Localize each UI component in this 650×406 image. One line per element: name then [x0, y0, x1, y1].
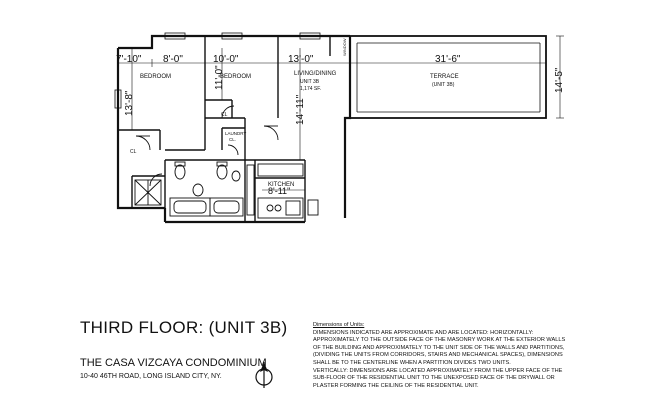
notes-line: PLASTER FORMING THE CEILING OF THE RESID… [313, 382, 479, 389]
room-terrace-unit: (UNIT 3B) [432, 82, 455, 88]
notes-line: DIMENSIONS INDICATED ARE APPROXIMATE AND… [313, 329, 534, 336]
dim-w4: 13'-0" [288, 54, 314, 65]
dim-w1: 7'-10" [116, 54, 142, 65]
dim-kitchen-width: 8'-11" [268, 186, 290, 196]
room-labels: BEDROOM BEDROOM LIVING/DINING UNIT 3B 1,… [130, 38, 459, 188]
floor-title: THIRD FLOOR: (UNIT 3B) [80, 318, 288, 337]
windows [114, 32, 321, 109]
room-area: 1,174 SF. [300, 86, 321, 92]
dim-h-center: 14'-11" [295, 94, 306, 125]
project-name: THE CASA VIZCAYA CONDOMINIUM [80, 357, 267, 369]
notes-line: APPROXIMATELY TO THE OUTSIDE FACE OF THE… [313, 337, 566, 344]
dimension-lines [117, 35, 564, 191]
dim-w5: 31'-6" [435, 54, 461, 65]
project-address: 10-40 46TH ROAD, LONG ISLAND CITY, NY. [80, 373, 222, 380]
room-living-dining: LIVING/DINING [294, 71, 337, 77]
window-label: WINDOW [342, 38, 347, 56]
notes-heading: Dimensions of Units: [313, 322, 365, 328]
closet-label-2: CL [221, 112, 228, 118]
closet-label-1: CL [130, 149, 137, 155]
dim-w2: 8'-0" [163, 54, 183, 65]
notes-line: OF THE BUILDING AND APPROXIMATELY TO THE… [313, 344, 565, 351]
notes-line: (DIVIDING THE UNITS FROM CORRIDORS, STAI… [313, 352, 563, 359]
dimension-labels: 7'-10" 8'-0" 10'-0" 13'-0" 31'-6" 13'-8"… [116, 54, 565, 196]
dimensions-notes: Dimensions of Units: DIMENSIONS INDICATE… [313, 322, 581, 390]
kitchen-fixtures [257, 163, 319, 219]
room-terrace: TERRACE [430, 74, 459, 80]
laundry-closet-label: CL. [229, 137, 236, 142]
interior-walls [118, 36, 331, 222]
terrace-outline [349, 35, 547, 119]
bathroom-fixtures [134, 161, 255, 217]
notes-line: VERTICALLY: DIMENSIONS ARE LOCATED APPRO… [313, 367, 563, 374]
notes-line: SUB-FLOOR OF THE RESIDENTIAL UNIT TO THE… [313, 375, 555, 382]
room-unit: UNIT 3B [300, 79, 320, 85]
dim-h-mid: 11'-0" [214, 65, 225, 90]
room-bedroom-1: BEDROOM [140, 74, 171, 80]
door-swings [135, 105, 279, 187]
north-arrow-icon [255, 362, 273, 388]
dim-h-left: 13'-8" [124, 90, 135, 116]
notes-line: SHALL BE TO THE CENTERLINE WHEN A PARTIT… [313, 359, 511, 366]
room-kitchen: KITCHEN [268, 182, 294, 188]
dim-w3: 10'-0" [213, 54, 239, 65]
dim-h-right: 14'-5" [554, 67, 565, 93]
room-bedroom-2: BEDROOM [220, 74, 251, 80]
laundry-label: LAUNDRY [225, 131, 246, 136]
